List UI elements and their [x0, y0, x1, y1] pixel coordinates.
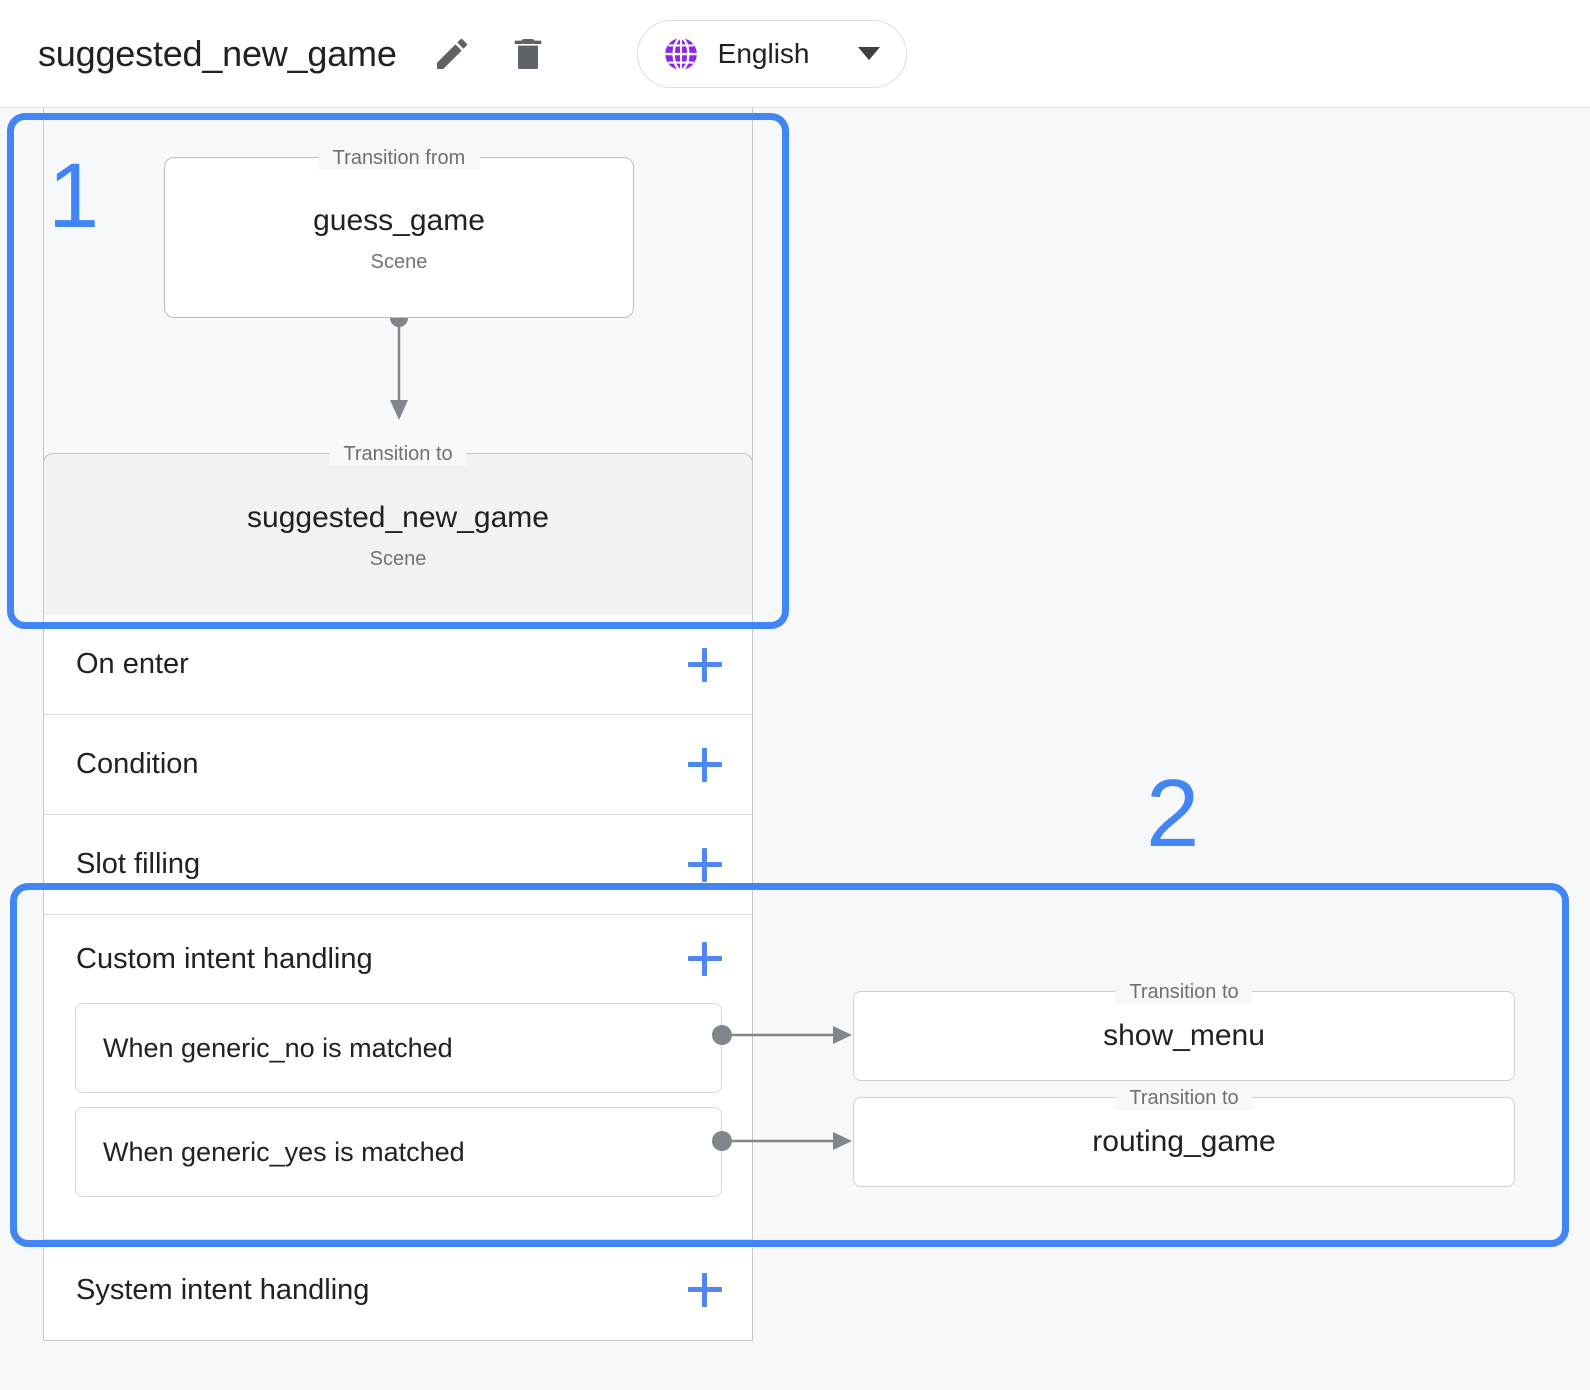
transition-target-legend: Transition to — [1115, 1086, 1253, 1110]
transition-target-card[interactable]: Transition to routing_game — [853, 1086, 1515, 1187]
transition-from-card[interactable]: Transition from guess_game Scene — [164, 146, 634, 318]
transition-from-legend: Transition from — [318, 146, 480, 170]
accordion-row-custom-intent[interactable]: Custom intent handling — [44, 915, 752, 1003]
transition-target-legend: Transition to — [1115, 980, 1253, 1004]
transition-to-card[interactable]: Transition to suggested_new_game Scene — [43, 442, 753, 615]
page-header: suggested_new_game Eng — [0, 0, 1590, 108]
accordion-row-slot-filling[interactable]: Slot filling — [44, 815, 752, 915]
transition-from-body: guess_game Scene — [165, 202, 633, 274]
intent-handler-row[interactable]: When generic_no is matched — [75, 1003, 722, 1093]
callout-number-2: 2 — [1146, 760, 1200, 867]
transition-target-card[interactable]: Transition to show_menu — [853, 980, 1515, 1081]
transition-graph: Transition from guess_game Scene Transit… — [43, 108, 753, 615]
add-system-intent-icon[interactable] — [688, 1273, 722, 1307]
transition-target-name: show_menu — [1103, 1019, 1265, 1052]
scene-panel: Transition from guess_game Scene Transit… — [43, 108, 753, 1341]
add-custom-intent-icon[interactable] — [688, 942, 722, 976]
page-title: suggested_new_game — [38, 32, 397, 74]
pencil-icon[interactable] — [431, 33, 473, 75]
intent-handler-row[interactable]: When generic_yes is matched — [75, 1107, 722, 1197]
accordion-label: System intent handling — [76, 1273, 370, 1306]
transition-to-legend: Transition to — [329, 442, 467, 466]
accordion-label: Custom intent handling — [76, 942, 373, 975]
accordion-label: Condition — [76, 748, 199, 780]
language-label: English — [717, 37, 810, 69]
accordion-row-system-intent[interactable]: System intent handling — [44, 1240, 752, 1340]
add-on-enter-icon[interactable] — [688, 647, 722, 682]
globe-icon — [662, 35, 700, 73]
accordion-row-on-enter[interactable]: On enter — [44, 615, 752, 715]
add-slot-filling-icon[interactable] — [688, 847, 722, 882]
transition-from-name: guess_game — [313, 203, 485, 237]
callout-number-1: 1 — [48, 145, 100, 247]
language-selector[interactable]: English — [636, 19, 907, 88]
intent-handler-label: When generic_no is matched — [103, 1032, 453, 1063]
accordion-label: On enter — [76, 648, 189, 680]
add-condition-icon[interactable] — [688, 747, 722, 782]
transition-to-body: suggested_new_game Scene — [44, 499, 752, 571]
accordion-row-condition[interactable]: Condition — [44, 715, 752, 815]
trash-icon[interactable] — [507, 33, 549, 75]
chevron-down-icon[interactable] — [857, 47, 880, 60]
transition-to-type: Scene — [369, 547, 427, 570]
transition-target-name: routing_game — [1092, 1125, 1276, 1158]
transition-from-type: Scene — [370, 250, 428, 273]
accordion-section-custom-intent: Custom intent handling When generic_no i… — [44, 915, 752, 1240]
transition-to-name: suggested_new_game — [247, 500, 549, 534]
intent-handler-label: When generic_yes is matched — [103, 1136, 465, 1167]
accordion-label: Slot filling — [76, 848, 201, 880]
